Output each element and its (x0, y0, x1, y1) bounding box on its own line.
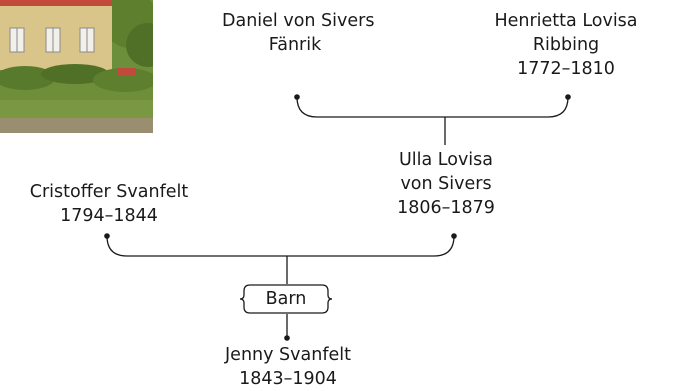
house-image (0, 0, 153, 133)
connector-dot-cristoffer (104, 233, 110, 239)
person-lifespan: 1843–1904 (239, 369, 337, 389)
person-lifespan: 1806–1879 (397, 198, 495, 218)
person-name: Daniel von Sivers (222, 11, 375, 31)
connector-dot-ulla (451, 233, 457, 239)
connector-dot-henrietta (565, 94, 571, 100)
person-henrietta-lovisa-ribbing: Henrietta Lovisa Ribbing 1772–1810 (486, 9, 646, 81)
relation-label-box: Barn (240, 284, 332, 314)
person-name-last: Ribbing (532, 35, 600, 55)
relation-label: Barn (265, 289, 307, 309)
parents-bracket-bottom (106, 235, 455, 338)
person-daniel-von-sivers: Daniel von Sivers Fänrik (222, 9, 375, 57)
person-cristoffer-svanfelt: Cristoffer Svanfelt 1794–1844 (2, 180, 216, 228)
person-name: Cristoffer Svanfelt (29, 182, 189, 202)
connector-dot-daniel (294, 94, 300, 100)
person-title: Fänrik (268, 35, 322, 55)
parents-bracket-top (296, 96, 569, 145)
person-lifespan: 1794–1844 (60, 206, 158, 226)
person-lifespan: 1772–1810 (517, 59, 615, 79)
person-ulla-lovisa-von-sivers: Ulla Lovisa von Sivers 1806–1879 (384, 148, 508, 220)
connector-dot-jenny (284, 335, 290, 341)
barn-box-outline (239, 284, 333, 314)
person-name-first: Ulla Lovisa (398, 150, 494, 170)
person-jenny-svanfelt: Jenny Svanfelt 1843–1904 (206, 343, 370, 391)
person-name: Jenny Svanfelt (225, 345, 351, 365)
person-name-last: von Sivers (400, 174, 492, 194)
house-photo (0, 0, 153, 133)
person-name-first: Henrietta Lovisa (494, 11, 638, 31)
